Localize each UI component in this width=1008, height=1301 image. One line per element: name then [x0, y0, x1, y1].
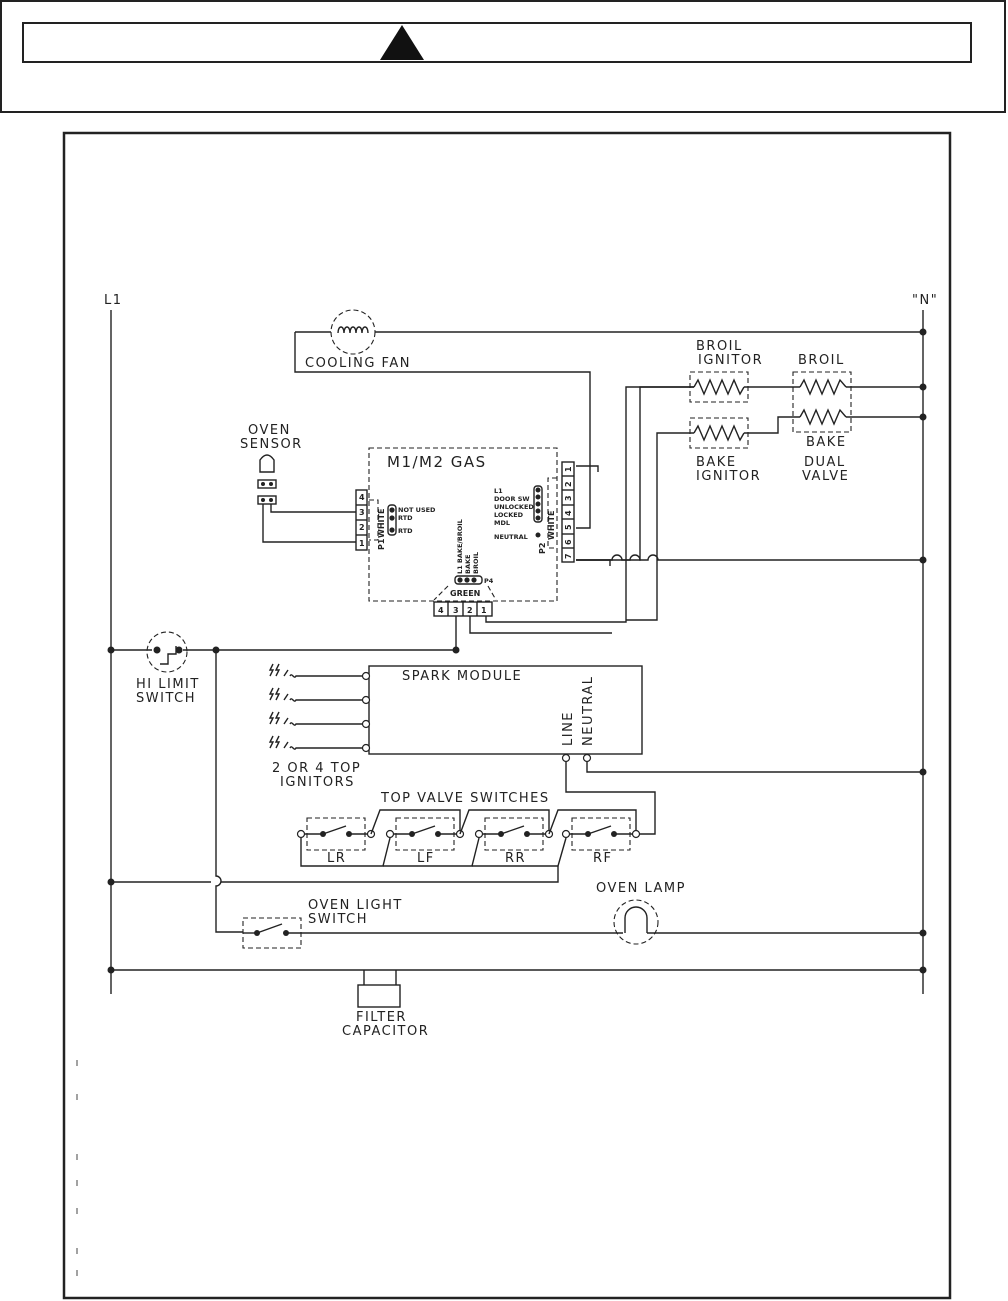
broil-ignitor-label-1: BROIL — [696, 339, 743, 354]
p1-label: P1 — [377, 538, 386, 550]
dual-valve-label-1: DUAL — [804, 455, 846, 470]
bake-ignitor: BAKE IGNITOR — [626, 416, 800, 621]
p2-unlocked-label: UNLOCKED — [494, 503, 534, 511]
p1-pin-1: 1 — [359, 539, 365, 548]
p2-mdl-label: MDL — [494, 519, 510, 527]
valve-switch-lf: LF — [385, 817, 465, 866]
p1-rtd-a-label: RTD — [398, 514, 413, 522]
p2-connector: 1 2 3 4 5 6 7 WHITE P2 L1 DOOR SW UNLOCK… — [494, 461, 575, 563]
p1-white-label: WHITE — [377, 509, 386, 538]
p1-not-used-label: NOT USED — [398, 506, 436, 514]
p2-l1-label: L1 — [494, 487, 503, 495]
wire-p2-neutral — [576, 559, 611, 566]
p2-pin-3: 3 — [564, 495, 573, 501]
broil-ignitor-label-2: IGNITOR — [698, 353, 763, 368]
hi-limit-switch: HI LIMIT SWITCH — [107, 631, 456, 706]
p4-bake-label: BAKE — [464, 555, 472, 574]
cooling-fan: COOLING FAN — [294, 309, 927, 529]
valve-lr-label: LR — [327, 851, 346, 866]
p2-label: P2 — [538, 543, 547, 554]
l1-label: L1 — [104, 293, 123, 308]
neutral-bus-label: "N" — [912, 293, 938, 308]
diagram-frame — [62, 131, 952, 1300]
top-ignitors-label-1: 2 OR 4 TOP — [272, 761, 361, 776]
wire-green-1 — [485, 616, 620, 623]
green-pin-2: 2 — [467, 606, 473, 615]
wire-p2-door — [576, 465, 599, 472]
wire-ign-broil — [620, 386, 694, 623]
control-board: M1/M2 GAS 4 3 2 1 WHITE P1 NOT USED RTD … — [355, 447, 575, 617]
spark-module-label: SPARK MODULE — [402, 669, 522, 684]
valve-rf-label: RF — [593, 851, 613, 866]
cooling-fan-label: COOLING FAN — [305, 356, 411, 371]
valve-switch-rr: RR — [474, 817, 554, 866]
warning-banner — [0, 0, 1006, 113]
valve-switch-rf: RF — [561, 817, 641, 866]
valve-switch-lr: LR — [296, 817, 376, 866]
broil-valve-label: BROIL — [798, 353, 845, 368]
p2-locked-label: LOCKED — [494, 511, 524, 519]
top-valve-switches-label: TOP VALVE SWITCHES — [380, 791, 550, 806]
dual-valve-label-2: VALVE — [802, 469, 849, 484]
p1-pin-3: 3 — [359, 508, 365, 517]
p2-door-sw-label: DOOR SW — [494, 495, 530, 503]
dual-valve: BROIL BAKE DUAL VALVE — [792, 353, 927, 484]
top-ignitors: 2 OR 4 TOP IGNITORS — [268, 663, 371, 790]
p1-pin-4: 4 — [359, 493, 365, 502]
wire-hi-limit-drop — [215, 650, 243, 933]
top-ignitor-3 — [268, 711, 371, 729]
spark-line-label: LINE — [561, 711, 576, 746]
wire-green-2 — [469, 616, 612, 634]
broil-ignitor: BROIL IGNITOR — [576, 339, 800, 561]
oven-sensor: OVEN SENSOR — [240, 423, 356, 543]
oven-sensor-label-1: OVEN — [248, 423, 291, 438]
p1-connector: 4 3 2 1 WHITE P1 NOT USED RTD RTD — [355, 489, 436, 551]
top-ignitor-2 — [268, 687, 371, 705]
green-pin-3: 3 — [453, 606, 459, 615]
oven-light-label-2: SWITCH — [308, 912, 368, 927]
green-label: GREEN — [450, 589, 480, 598]
p4-broil-label: BROIL — [472, 552, 480, 574]
p2-pin-7: 7 — [564, 553, 573, 559]
filter-capacitor: FILTER CAPACITOR — [107, 966, 927, 1039]
green-pin-4: 4 — [438, 606, 444, 615]
top-ignitor-4 — [268, 735, 371, 753]
p4-connector: L1 BAKE/BROIL BAKE BROIL P4 GREEN 4 3 2 … — [433, 519, 497, 617]
hi-limit-label-1: HI LIMIT — [136, 677, 200, 692]
p4-label: P4 — [484, 577, 494, 585]
p4-l1-label: L1 BAKE/BROIL — [456, 519, 464, 574]
oven-light-label-1: OVEN LIGHT — [308, 898, 403, 913]
p2-pin-5: 5 — [564, 524, 573, 530]
top-ignitors-label-2: IGNITORS — [280, 775, 355, 790]
warning-triangle-icon — [380, 25, 424, 60]
filter-label-2: CAPACITOR — [342, 1024, 429, 1039]
valve-rr-label: RR — [505, 851, 526, 866]
p1-pin-2: 2 — [359, 523, 365, 532]
spark-module: SPARK MODULE LINE NEUTRAL — [368, 665, 927, 835]
oven-light-switch: OVEN LIGHT SWITCH — [242, 898, 623, 949]
filter-label-1: FILTER — [356, 1010, 407, 1025]
oven-lamp-label: OVEN LAMP — [596, 881, 686, 896]
oven-lamp: OVEN LAMP — [596, 881, 927, 945]
hi-limit-label-2: SWITCH — [136, 691, 196, 706]
bake-valve-label: BAKE — [806, 435, 847, 450]
p2-pin-2: 2 — [564, 481, 573, 487]
p2-pin-6: 6 — [564, 539, 573, 545]
bake-ignitor-label-2: IGNITOR — [696, 469, 761, 484]
oven-sensor-label-2: SENSOR — [240, 437, 303, 452]
bake-ignitor-label-1: BAKE — [696, 455, 737, 470]
p2-pin-4: 4 — [564, 510, 573, 516]
control-board-label: M1/M2 GAS — [387, 453, 487, 471]
spark-neutral-label: NEUTRAL — [581, 675, 596, 746]
top-ignitor-1 — [268, 663, 371, 681]
wire-p2-7-to-n — [576, 554, 923, 561]
green-pin-1: 1 — [481, 606, 487, 615]
p1-rtd-b-label: RTD — [398, 527, 413, 535]
top-valve-switches: TOP VALVE SWITCHES LR LF — [107, 791, 641, 886]
valve-lf-label: LF — [417, 851, 435, 866]
p2-white-label: WHITE — [547, 511, 556, 540]
p2-pin-1: 1 — [564, 466, 573, 472]
p2-neutral-label: NEUTRAL — [494, 533, 528, 541]
